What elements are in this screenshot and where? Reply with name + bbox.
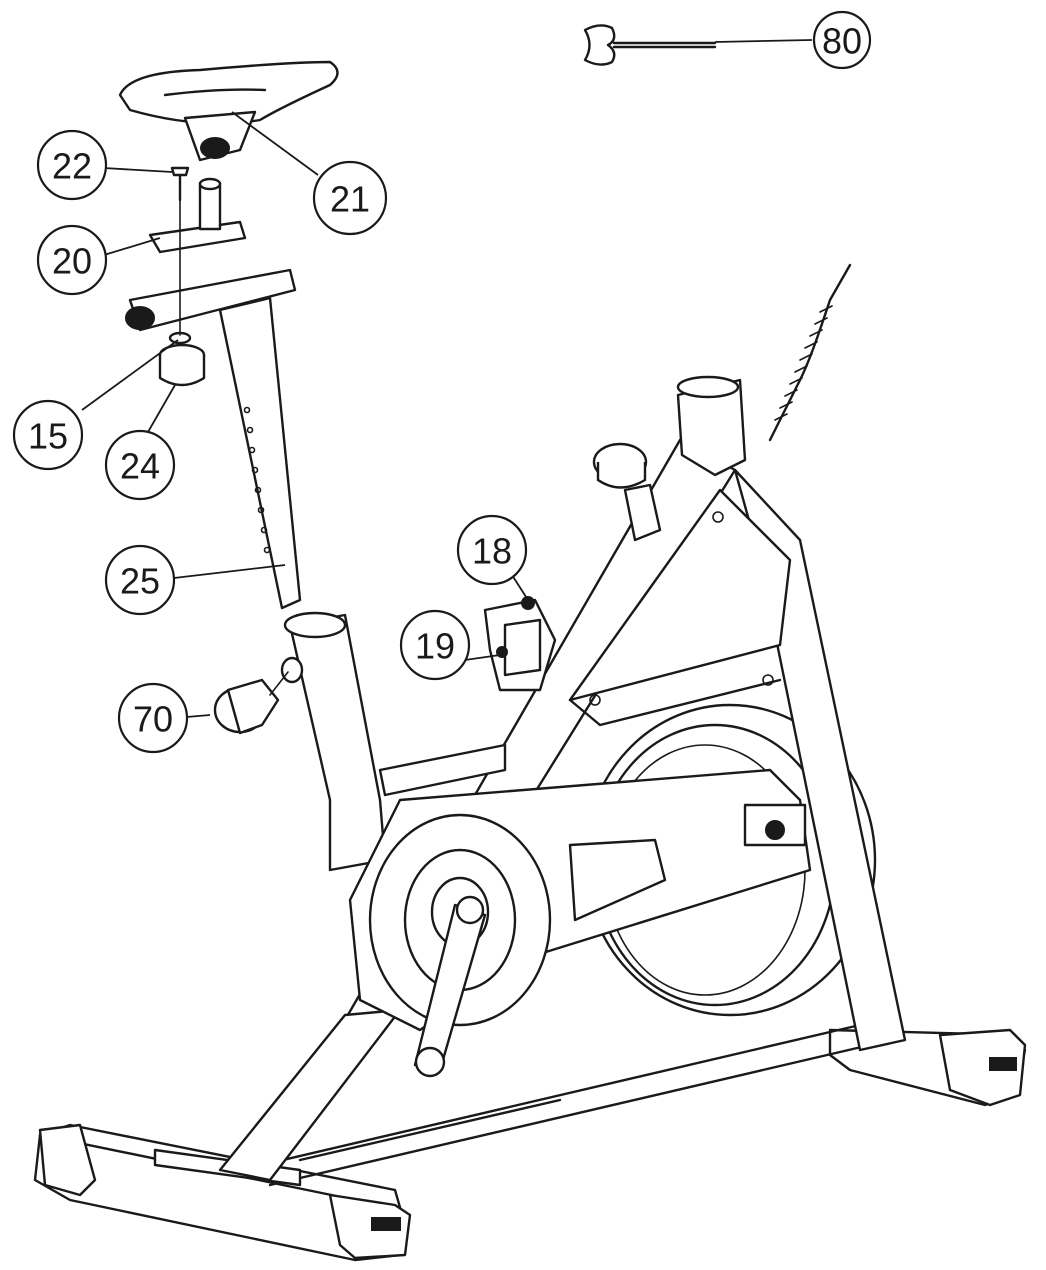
callout-15: 15	[12, 399, 84, 471]
callout-22: 22	[36, 129, 108, 201]
callout-70: 70	[117, 682, 189, 754]
slider-20	[148, 177, 247, 254]
callout-70-label: 70	[133, 699, 173, 740]
callout-19: 19	[399, 609, 471, 681]
bottle-holder	[483, 596, 557, 692]
adjustment-knob-70	[213, 656, 304, 735]
front-stabilizer	[828, 1028, 1027, 1107]
callout-21: 21	[312, 160, 388, 236]
callout-25-label: 25	[120, 561, 160, 602]
brake-cable	[768, 263, 852, 442]
callout-19-label: 19	[415, 626, 455, 667]
callout-80-label: 80	[822, 21, 862, 62]
callout-22-label: 22	[52, 146, 92, 187]
bolt-22	[170, 166, 190, 336]
callout-15-label: 15	[28, 416, 68, 457]
knob-24	[158, 331, 206, 387]
saddle-21	[118, 60, 339, 162]
leader-lines	[81, 39, 813, 719]
callout-25: 25	[104, 544, 176, 616]
callout-18-label: 18	[472, 531, 512, 572]
callout-80: 80	[812, 10, 872, 70]
callout-18: 18	[456, 514, 528, 586]
callout-21-label: 21	[330, 179, 370, 220]
seat-post-25	[125, 268, 302, 610]
callout-20: 20	[36, 224, 108, 296]
tool-80	[583, 24, 717, 66]
callout-24-label: 24	[120, 446, 160, 487]
callout-24: 24	[104, 429, 176, 501]
callout-20-label: 20	[52, 241, 92, 282]
crank-assembly	[368, 813, 552, 1078]
rear-stabilizer	[33, 1123, 412, 1262]
